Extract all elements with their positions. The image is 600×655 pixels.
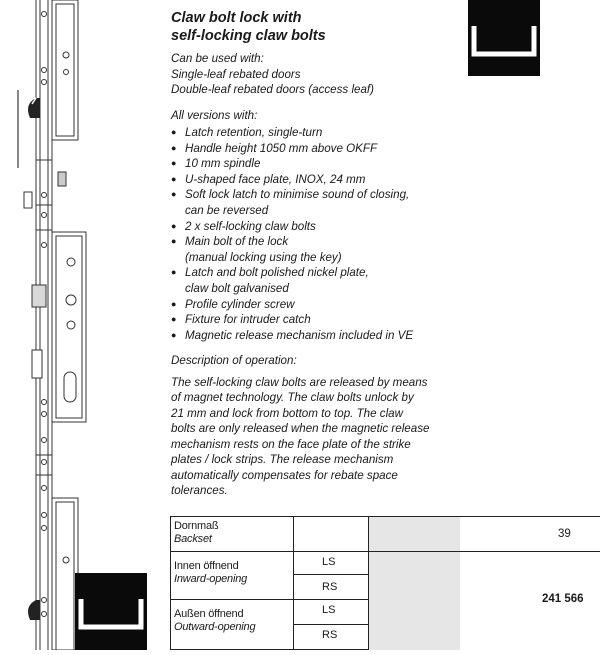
feature-item: 2 x self-locking claw bolts [171, 219, 471, 235]
u-shape-face-plate-icon [468, 0, 540, 76]
feature-list: Latch retention, single-turn Handle heig… [171, 125, 471, 343]
article-number: 241 566 [542, 593, 584, 605]
operation-line: plates / lock strips. The release mechan… [171, 453, 394, 467]
table-border [170, 599, 368, 600]
u-shape-face-plate-icon [75, 573, 147, 650]
operation-line: automatically compensates for rebate spa… [171, 468, 398, 482]
table-border [293, 624, 368, 625]
inward-opening-label: Innen öffnend Inward-opening [174, 560, 248, 585]
inward-rs: RS [322, 581, 338, 593]
product-description: Claw bolt lock with self-locking claw bo… [171, 9, 471, 499]
feature-item: Latch and bolt polished nickel plate,cla… [171, 265, 471, 296]
backset-label: Dornmaß Backset [174, 520, 219, 545]
feature-item: Latch retention, single-turn [171, 125, 471, 141]
operation-heading: Description of operation: [171, 354, 297, 368]
usage-line: Double-leaf rebated doors (access leaf) [171, 83, 374, 96]
product-title: Claw bolt lock with self-locking claw bo… [171, 9, 471, 45]
backset-value: 39 [558, 528, 571, 540]
spec-table: Dornmaß Backset 39 Innen öffnend Inward-… [170, 516, 600, 650]
versions-intro: All versions with: [171, 108, 258, 122]
feature-item: Fixture for intruder catch [171, 312, 471, 328]
feature-item: U-shaped face plate, INOX, 24 mm [171, 172, 471, 188]
table-grey-cell [368, 552, 460, 650]
product-title-line2: self-locking claw bolts [171, 28, 326, 44]
feature-item: Handle height 1050 mm above OKFF [171, 141, 471, 157]
lock-technical-drawing [0, 0, 160, 651]
feature-item: Main bolt of the lock(manual locking usi… [171, 234, 471, 265]
product-title-line1: Claw bolt lock with [171, 10, 302, 26]
table-border [170, 516, 171, 650]
usage-intro: Can be used with: [171, 52, 264, 65]
operation-line: 21 mm and lock from bottom to top. The c… [171, 406, 403, 420]
feature-item: 10 mm spindle [171, 156, 471, 172]
u-shape-symbol [78, 599, 144, 630]
table-border [368, 516, 369, 650]
operation-line: tolerances. [171, 484, 228, 498]
table-border [170, 551, 600, 552]
operation-line: of magnet technology. The claw bolts unl… [171, 391, 414, 405]
outward-opening-label: Außen öffnend Outward-opening [174, 608, 256, 633]
outward-rs: RS [322, 629, 338, 641]
table-grey-cell [368, 516, 460, 551]
feature-item: Profile cylinder screw [171, 297, 471, 313]
u-shape-symbol [471, 26, 537, 57]
operation-line: bolts are only released when the magneti… [171, 422, 430, 436]
table-border [293, 516, 294, 650]
usage-line: Single-leaf rebated doors [171, 67, 301, 81]
table-border [170, 516, 600, 517]
outward-ls: LS [322, 604, 336, 616]
operation-line: The self-locking claw bolts are released… [171, 375, 428, 389]
feature-item: Soft lock latch to minimise sound of clo… [171, 187, 471, 218]
inward-ls: LS [322, 556, 336, 568]
operation-line: mechanism rests on the face plate of the… [171, 437, 411, 451]
lock-drawing-svg [17, 0, 87, 651]
table-border [293, 574, 368, 575]
feature-item: Magnetic release mechanism included in V… [171, 328, 471, 344]
